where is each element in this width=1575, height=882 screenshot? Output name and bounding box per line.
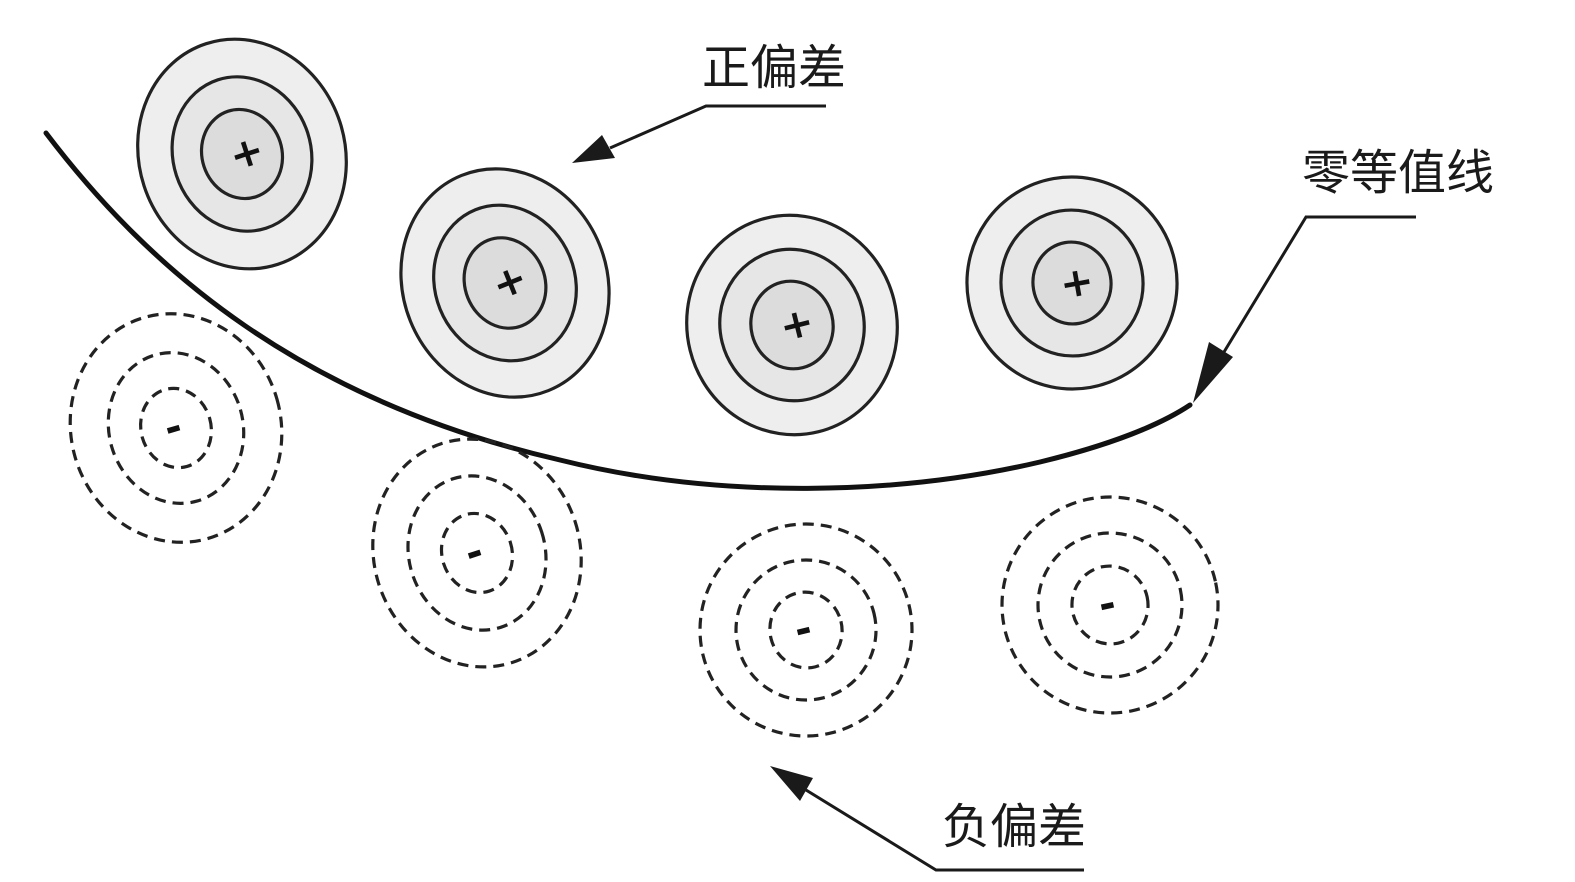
negative-arrow-head xyxy=(770,766,813,801)
negative-anomaly-4: - xyxy=(1000,495,1220,715)
positive-sign: + xyxy=(1056,258,1097,309)
negative-anomaly-1: - xyxy=(68,312,284,544)
positive-anomaly-2: + xyxy=(399,167,611,399)
positive-anomaly-4: + xyxy=(965,175,1179,391)
negative-sign: - xyxy=(459,528,489,577)
negative-deviation-label: 负偏差 xyxy=(942,799,1086,855)
negative-anomaly-2: - xyxy=(371,437,583,669)
positive-anomaly-3: + xyxy=(685,213,899,437)
zero-line-label: 零等值线 xyxy=(1302,145,1494,201)
positive-deviation-label: 正偏差 xyxy=(702,40,846,96)
zero-line-arrow-head xyxy=(1193,342,1233,403)
zero-line-label-leader xyxy=(1222,215,1416,353)
positive-arrow-head xyxy=(572,135,615,163)
negative-sign: - xyxy=(159,403,188,452)
positive-anomaly-1: + xyxy=(136,37,348,271)
negative-label-leader xyxy=(805,788,1084,872)
zero-contour-line xyxy=(43,130,1193,491)
negative-sign: - xyxy=(790,605,817,654)
negative-anomaly-3: - xyxy=(698,522,914,738)
negative-sign: - xyxy=(1094,580,1120,628)
positive-label-leader xyxy=(609,104,826,150)
